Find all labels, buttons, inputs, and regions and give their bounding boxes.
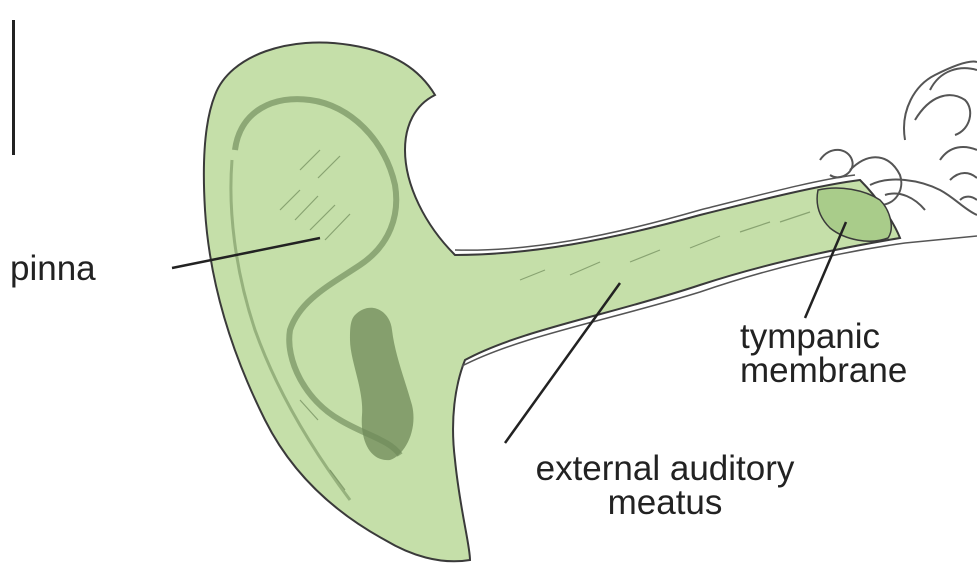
label-pinna: pinna (10, 252, 96, 286)
tympanic-text-line1: tympanic (740, 320, 907, 354)
pinna-text: pinna (10, 249, 96, 288)
meatus-text-line1: external auditory (465, 452, 865, 486)
label-external-auditory-meatus: external auditory meatus (465, 452, 865, 520)
label-tympanic-membrane: tympanic membrane (740, 320, 907, 388)
tympanic-text-line2: membrane (740, 354, 907, 388)
vertical-bar (12, 20, 15, 155)
meatus-text-line2: meatus (465, 486, 865, 520)
